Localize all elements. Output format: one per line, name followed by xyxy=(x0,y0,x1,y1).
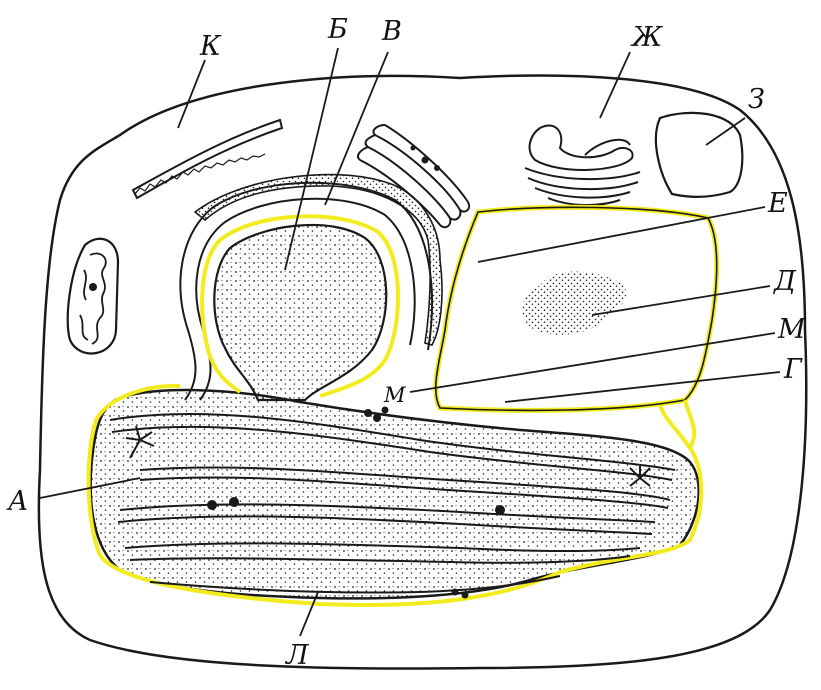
ribosome xyxy=(461,591,469,599)
label-l: Л xyxy=(284,640,310,671)
label-m-inner: М xyxy=(383,383,406,407)
ribosome xyxy=(381,406,389,414)
pyrenoid-star-left xyxy=(125,425,155,459)
mitochondrion-left xyxy=(66,237,120,355)
nucleomorph xyxy=(522,271,627,335)
compartment-link xyxy=(683,399,697,449)
ribosome xyxy=(451,588,459,596)
ribosome xyxy=(364,409,372,417)
ribosome xyxy=(373,414,381,422)
label-d: Д xyxy=(773,266,797,297)
label-g: Г xyxy=(783,354,803,385)
golgi-vesicle xyxy=(410,145,416,151)
label-z: З xyxy=(748,84,765,115)
pyrenoid-star-right xyxy=(629,466,651,487)
mitochondrion-left-cristae xyxy=(79,252,107,345)
leader-lines xyxy=(39,47,781,637)
membrane-highlight-outer xyxy=(86,383,704,607)
er-dense-band xyxy=(193,173,443,346)
wavy-rod-serration xyxy=(134,153,266,195)
label-e: Е xyxy=(767,188,788,219)
label-m-right: М xyxy=(777,314,807,345)
golgi-vesicle xyxy=(434,165,440,171)
label-k: К xyxy=(199,31,222,62)
nucleomorph-compartment-outline xyxy=(434,206,718,412)
thylakoid-stack xyxy=(109,412,676,594)
golgi-vesicle xyxy=(421,156,429,164)
label-v: В xyxy=(381,16,402,47)
plastoglobule xyxy=(229,497,239,507)
cell-outline xyxy=(37,74,808,670)
wavy-rod-organelle xyxy=(131,118,284,200)
label-b: Б xyxy=(327,14,348,45)
chloroplast-bulb xyxy=(213,223,388,402)
mitochondrion-left-granule xyxy=(89,283,97,291)
plastoglobule xyxy=(207,500,217,510)
golgi-stack-right xyxy=(524,124,641,207)
chloroplast-body xyxy=(89,388,700,600)
label-a: А xyxy=(6,486,28,517)
plastoglobule xyxy=(495,505,505,515)
label-zh: Ж xyxy=(630,22,663,53)
vacuole-right xyxy=(654,111,744,198)
golgi-stack-center xyxy=(357,124,470,229)
membrane-highlight xyxy=(200,214,401,398)
